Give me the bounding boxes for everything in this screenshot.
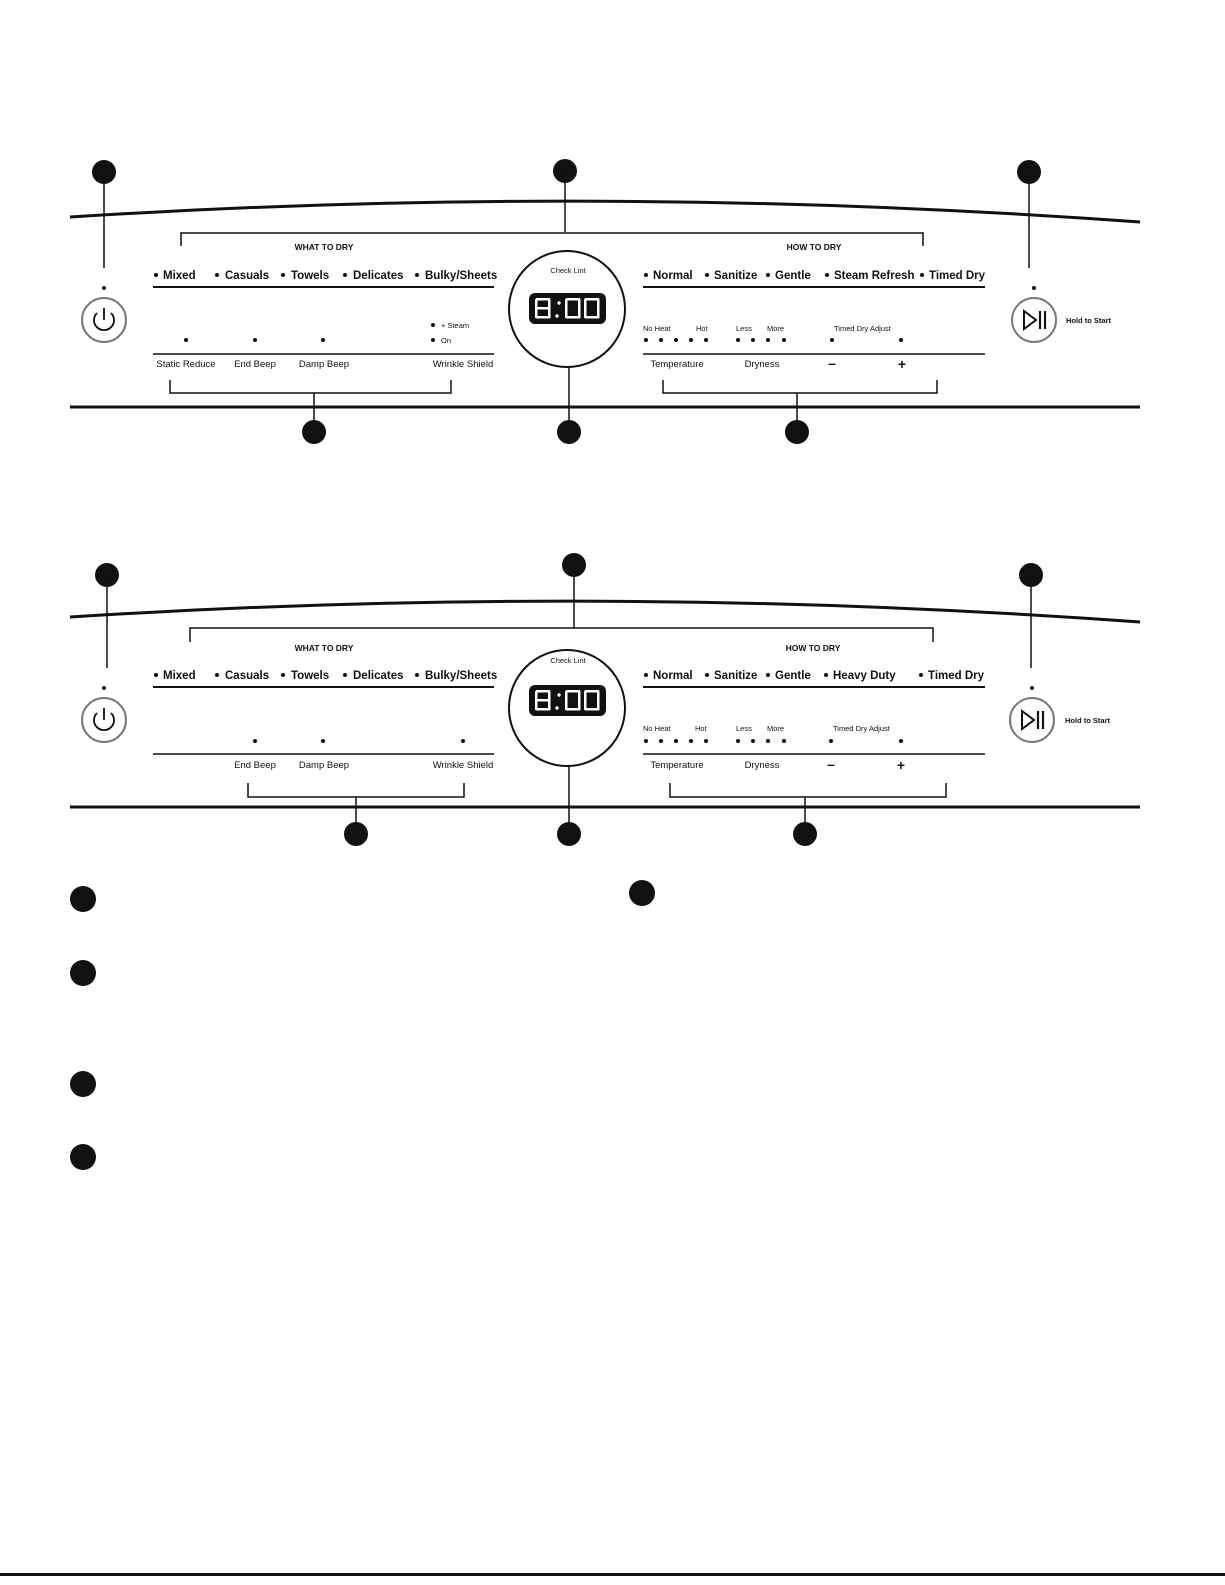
power-icon — [93, 708, 115, 732]
dry-option-heavy-duty[interactable]: Heavy Duty — [833, 670, 896, 682]
dry-option-normal[interactable]: Normal — [653, 270, 693, 282]
dry-option-sanitize[interactable]: Sanitize — [714, 270, 757, 282]
timed-dry-adjust-label: Timed Dry Adjust — [834, 324, 892, 333]
temperature-button[interactable]: Temperature — [650, 359, 703, 370]
power-button[interactable] — [81, 686, 127, 743]
seven-segment-digits — [535, 690, 600, 711]
dry-option-gentle[interactable]: Gentle — [775, 270, 811, 282]
temperature-button[interactable]: Temperature — [650, 760, 703, 771]
dry-option-sanitize[interactable]: Sanitize — [714, 670, 757, 682]
hot-label: Hot — [696, 324, 709, 333]
wrinkle-shield-button[interactable]: Wrinkle Shield — [433, 760, 494, 771]
how-to-dry-header: HOW TO DRY — [786, 643, 841, 653]
damp-beep-button[interactable]: Damp Beep — [299, 760, 349, 771]
cycle-option-casuals[interactable]: Casuals — [225, 270, 269, 282]
legend-marker — [70, 886, 96, 912]
what-to-dry-options: Mixed Casuals Towels Delicates Bulky/She… — [154, 270, 497, 282]
no-heat-label: No Heat — [643, 324, 671, 333]
dryness-button[interactable]: Dryness — [745, 359, 780, 370]
cycle-option-bulky-sheets[interactable]: Bulky/Sheets — [425, 270, 497, 282]
cycle-option-towels[interactable]: Towels — [291, 670, 329, 682]
start-pause-button[interactable] — [1009, 686, 1055, 743]
panel-top-curve — [69, 599, 1141, 624]
power-icon — [93, 308, 115, 332]
check-lint-indicator: Check Lint — [550, 656, 586, 665]
play-pause-icon — [1021, 709, 1045, 731]
control-panel-1: WHAT TO DRY Mixed Casuals Towels Delicat… — [69, 159, 1141, 444]
what-to-dry-header: WHAT TO DRY — [295, 242, 354, 252]
minus-button[interactable]: – — [827, 756, 835, 772]
level-indicator-dots — [644, 338, 903, 342]
callout-marker — [344, 822, 368, 846]
callout-marker — [785, 420, 809, 444]
damp-beep-button[interactable]: Damp Beep — [299, 359, 349, 370]
cycle-option-towels[interactable]: Towels — [291, 270, 329, 282]
how-to-dry-header: HOW TO DRY — [787, 242, 842, 252]
legend-marker — [629, 880, 655, 906]
how-to-dry-options: Normal Sanitize Gentle Steam Refresh Tim… — [644, 270, 986, 282]
minus-button[interactable]: – — [828, 355, 836, 371]
more-label: More — [767, 724, 784, 733]
page-bottom-rule — [0, 1573, 1225, 1576]
cycle-option-mixed[interactable]: Mixed — [163, 270, 196, 282]
dry-option-normal[interactable]: Normal — [653, 670, 693, 682]
display-dial: Check Lint — [508, 250, 626, 368]
cycle-option-delicates[interactable]: Delicates — [353, 270, 404, 282]
cycle-option-delicates[interactable]: Delicates — [353, 670, 404, 682]
power-button[interactable] — [81, 286, 127, 343]
level-indicator-dots — [644, 739, 903, 743]
more-label: More — [767, 324, 784, 333]
check-lint-indicator: Check Lint — [550, 266, 586, 275]
legend-marker — [70, 960, 96, 986]
panel-top-curve — [69, 199, 1141, 224]
plus-button[interactable]: + — [898, 356, 906, 372]
cycle-option-mixed[interactable]: Mixed — [163, 670, 196, 682]
start-pause-button[interactable] — [1011, 286, 1057, 343]
plus-button[interactable]: + — [897, 757, 905, 773]
hold-to-start-label: Hold to Start — [1066, 316, 1111, 325]
hold-to-start-label: Hold to Start — [1065, 716, 1110, 725]
less-label: Less — [736, 324, 752, 333]
dry-option-timed-dry[interactable]: Timed Dry — [929, 270, 986, 282]
what-to-dry-options: Mixed Casuals Towels Delicates Bulky/She… — [154, 670, 497, 682]
dry-option-steam-refresh[interactable]: Steam Refresh — [834, 270, 915, 282]
legend-marker — [70, 1144, 96, 1170]
end-beep-button[interactable]: End Beep — [234, 359, 276, 370]
less-label: Less — [736, 724, 752, 733]
how-to-dry-options: Normal Sanitize Gentle Heavy Duty Timed … — [644, 670, 985, 682]
callout-marker — [557, 420, 581, 444]
legend-marker — [70, 1071, 96, 1097]
cycle-option-casuals[interactable]: Casuals — [225, 670, 269, 682]
timed-dry-adjust-label: Timed Dry Adjust — [833, 724, 891, 733]
callout-marker — [557, 822, 581, 846]
static-reduce-button[interactable]: Static Reduce — [156, 359, 215, 370]
display-dial: Check Lint — [508, 649, 626, 767]
callout-marker — [302, 420, 326, 444]
control-panel-2: WHAT TO DRY Mixed Casuals Towels Delicat… — [69, 553, 1141, 846]
hot-label: Hot — [695, 724, 708, 733]
seven-segment-digits — [535, 298, 600, 319]
play-pause-icon — [1023, 309, 1047, 331]
dryness-button[interactable]: Dryness — [745, 760, 780, 771]
wrinkle-steam-indicator: + Steam — [441, 321, 469, 330]
wrinkle-on-indicator: On — [441, 336, 451, 345]
wrinkle-shield-button[interactable]: Wrinkle Shield — [433, 359, 494, 370]
what-to-dry-header: WHAT TO DRY — [295, 643, 354, 653]
dry-option-gentle[interactable]: Gentle — [775, 670, 811, 682]
end-beep-button[interactable]: End Beep — [234, 760, 276, 771]
dry-option-timed-dry[interactable]: Timed Dry — [928, 670, 985, 682]
cycle-option-bulky-sheets[interactable]: Bulky/Sheets — [425, 670, 497, 682]
no-heat-label: No Heat — [643, 724, 671, 733]
callout-marker — [793, 822, 817, 846]
